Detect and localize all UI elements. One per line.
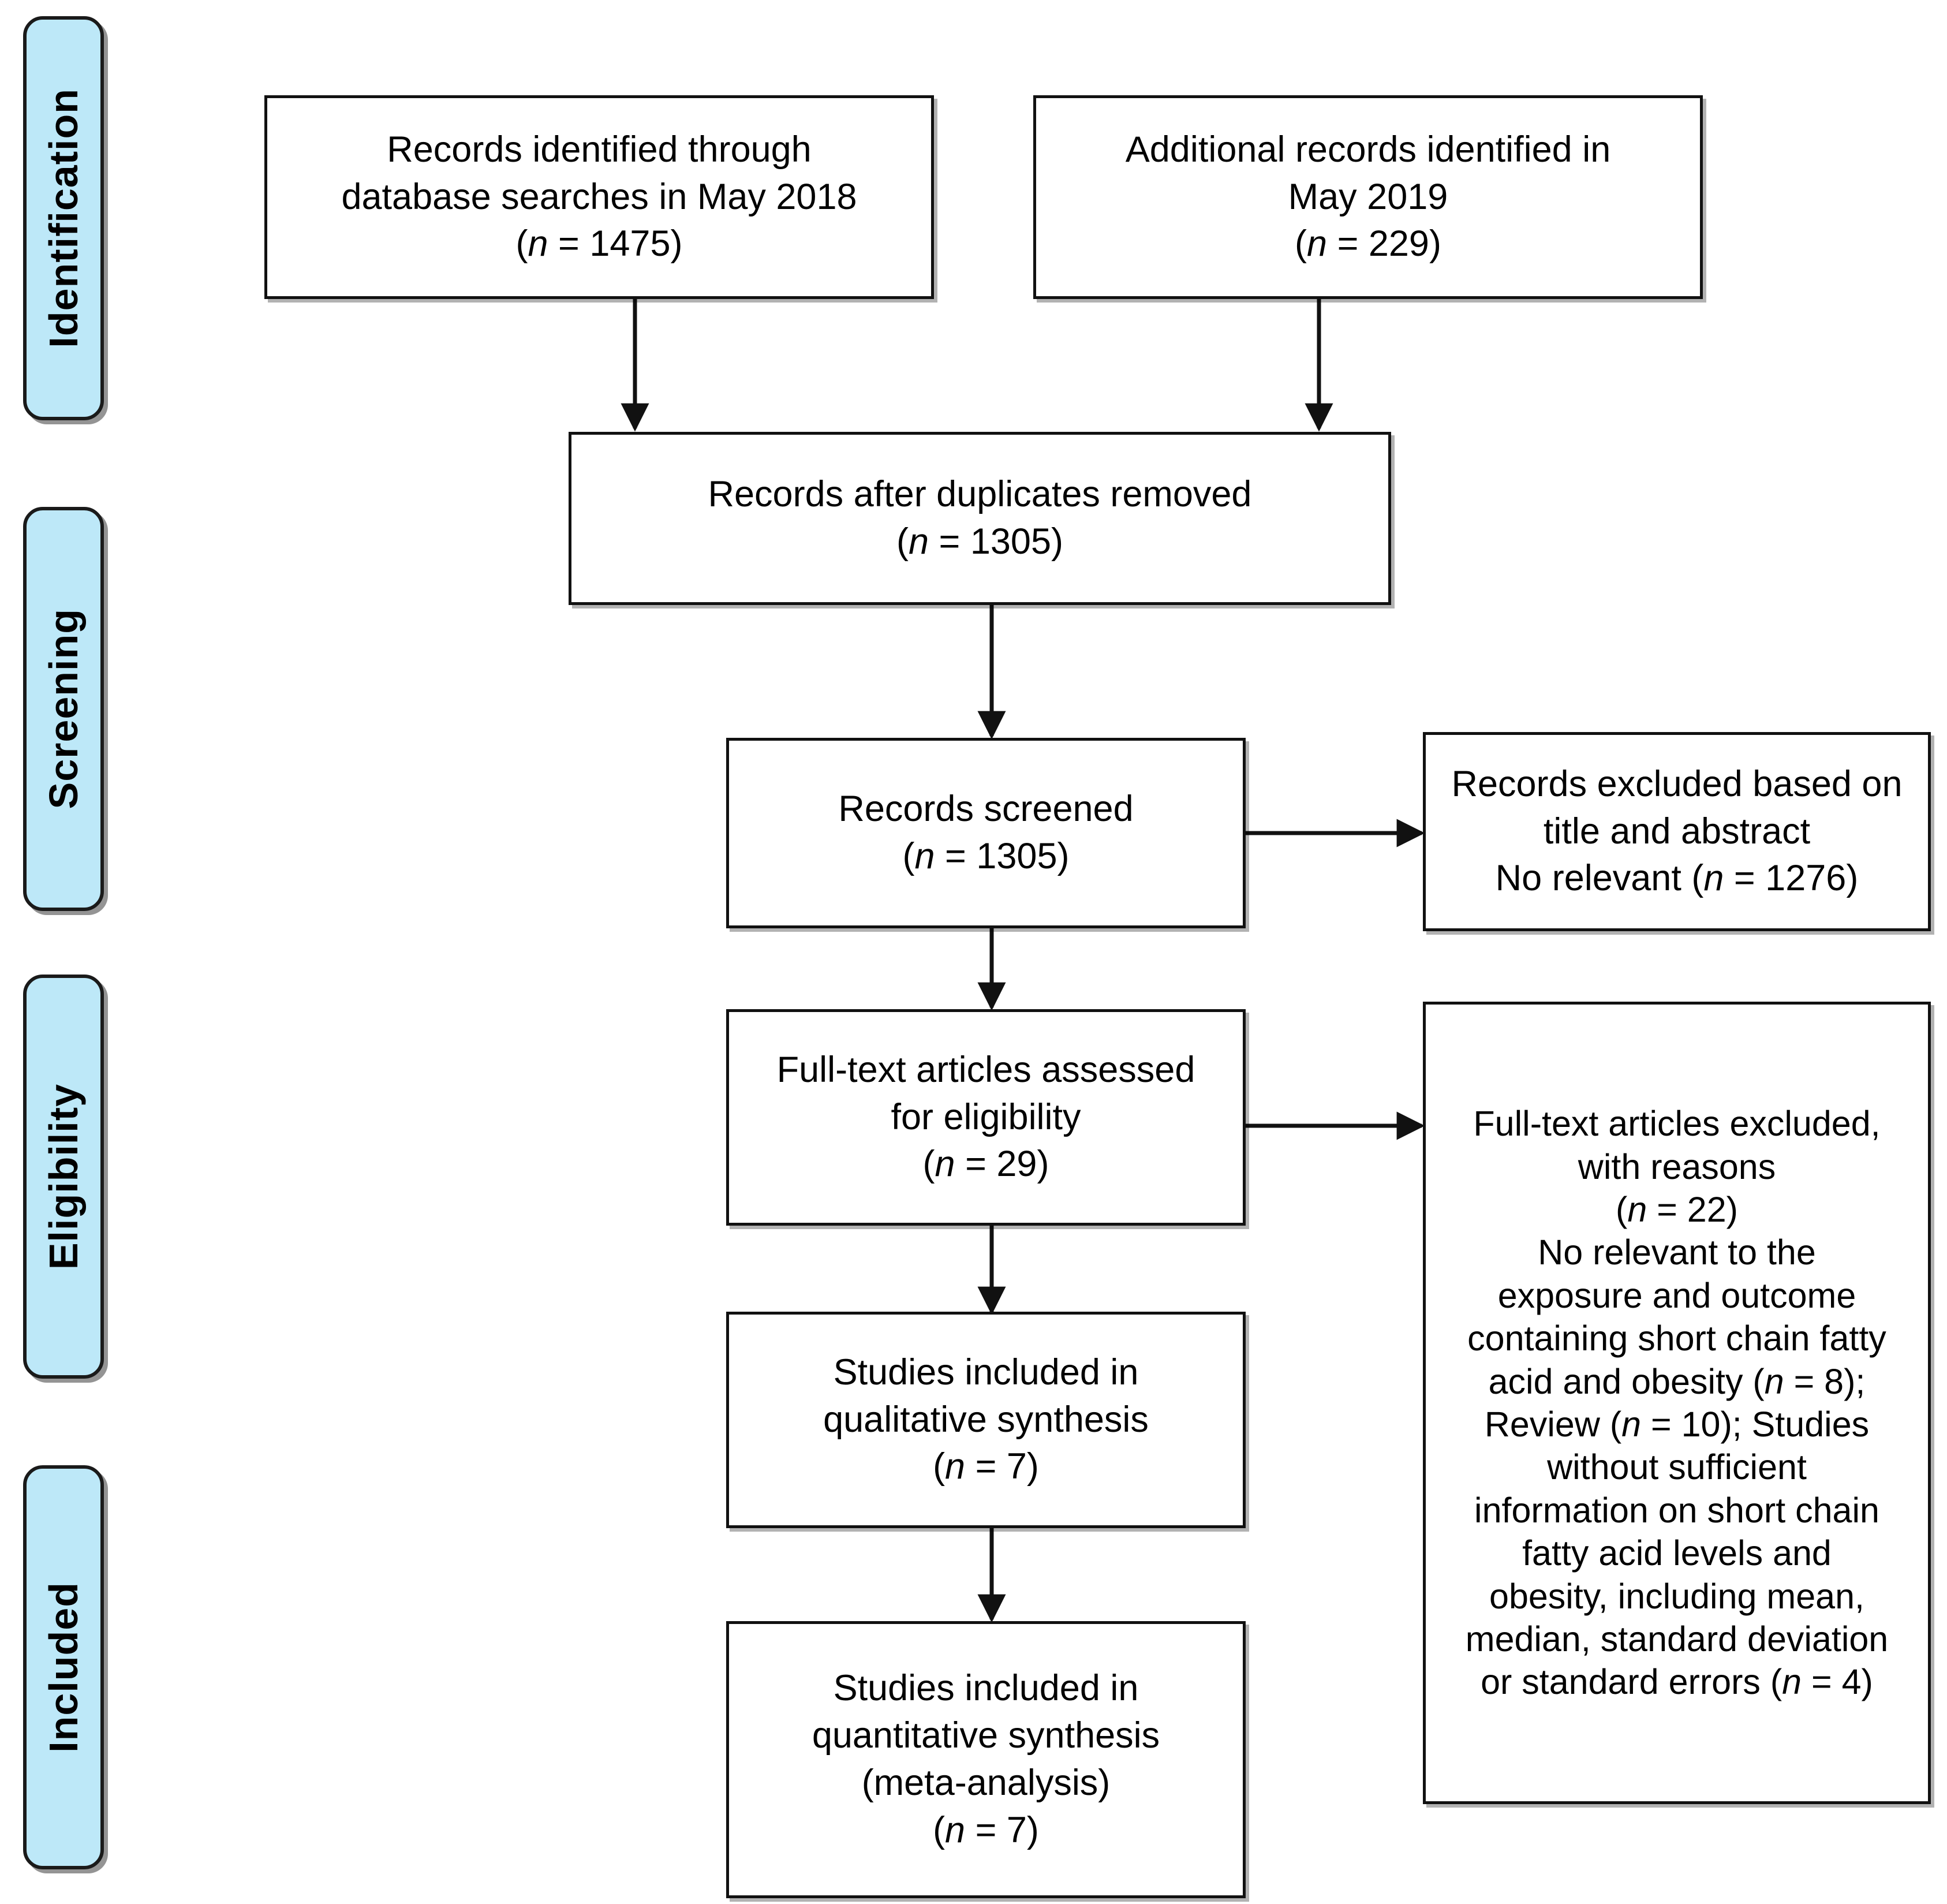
stage-bar-identification: Identification (23, 16, 104, 420)
stage-bar-screening: Screening (23, 507, 104, 911)
box-additional-records-identified-text: Additional records identified in May 201… (1125, 129, 1611, 264)
stage-label-identification: Identification (41, 88, 86, 348)
box-records-after-duplicates: Records after duplicates removed (n = 13… (569, 432, 1391, 605)
box-quantitative-synthesis: Studies included in quantitative synthes… (726, 1621, 1246, 1898)
box-additional-records-identified: Additional records identified in May 201… (1033, 95, 1703, 299)
box-quantitative-synthesis-text: Studies included in quantitative synthes… (812, 1668, 1160, 1850)
box-records-identified-database: Records identified through database sear… (264, 95, 934, 299)
stage-label-included: Included (41, 1582, 86, 1753)
box-records-excluded-text: Records excluded based on title and abst… (1451, 763, 1903, 899)
box-fulltext-excluded-with-reasons-text: Full-text articles excluded, with reason… (1465, 1104, 1889, 1702)
stage-bar-eligibility: Eligibility (23, 975, 104, 1379)
box-records-after-duplicates-text: Records after duplicates removed (n = 13… (708, 474, 1252, 562)
stage-label-eligibility: Eligibility (41, 1083, 86, 1270)
box-records-identified-database-text: Records identified through database sear… (341, 129, 857, 264)
box-qualitative-synthesis-text: Studies included in qualitative synthesi… (823, 1352, 1149, 1487)
box-fulltext-assessed: Full-text articles assessed for eligibil… (726, 1009, 1246, 1226)
stage-label-screening: Screening (41, 608, 86, 809)
box-records-screened-text: Records screened (n = 1305) (838, 789, 1134, 876)
box-records-screened: Records screened (n = 1305) (726, 738, 1246, 928)
box-records-excluded: Records excluded based on title and abst… (1423, 732, 1931, 931)
box-fulltext-assessed-text: Full-text articles assessed for eligibil… (776, 1049, 1195, 1185)
box-qualitative-synthesis: Studies included in qualitative synthesi… (726, 1312, 1246, 1528)
stage-bar-included: Included (23, 1465, 104, 1869)
box-fulltext-excluded-with-reasons: Full-text articles excluded, with reason… (1423, 1002, 1931, 1804)
